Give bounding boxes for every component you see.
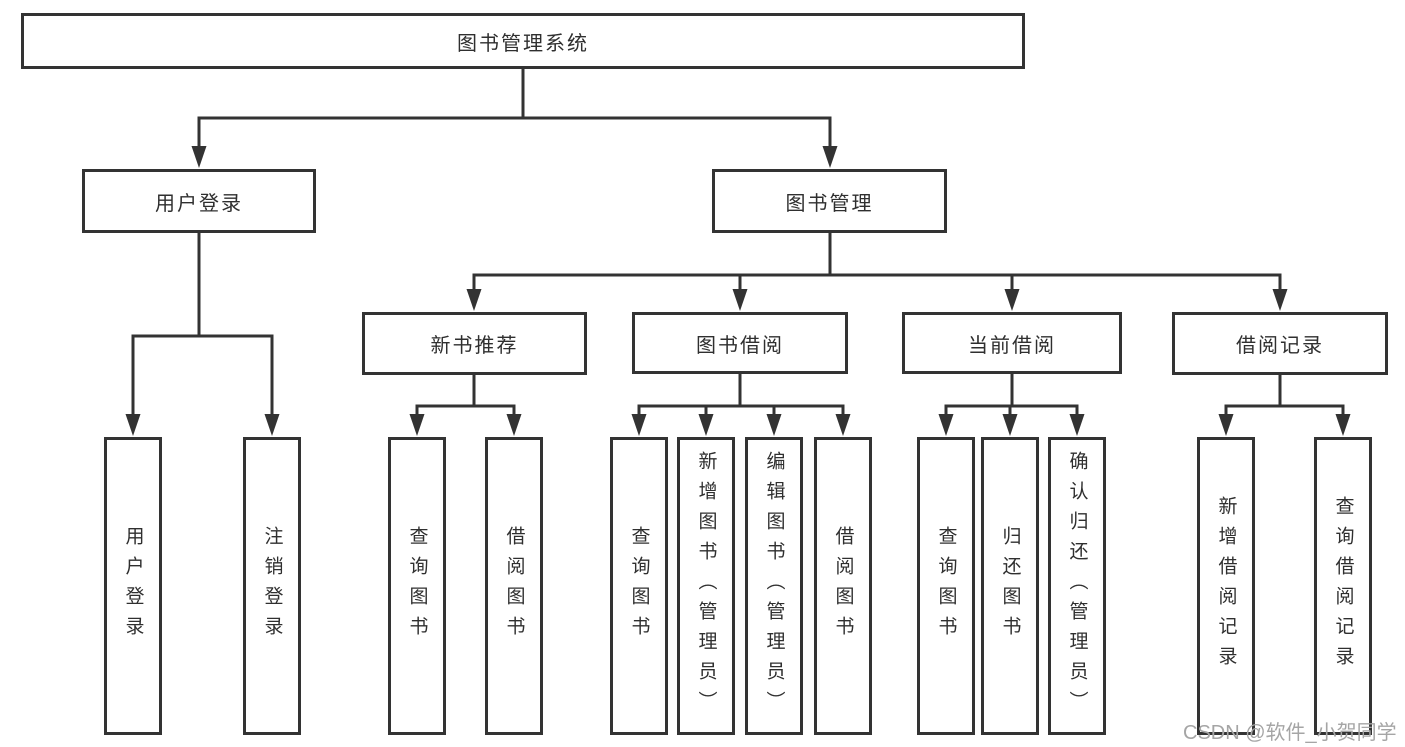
node-label: 用户登录 xyxy=(155,192,243,215)
leaf-label: 归还图书 xyxy=(999,526,1021,646)
leaf-label: 查询图书 xyxy=(935,526,957,646)
leaf-logout: 注销登录 xyxy=(243,437,301,735)
leaf-label: 查询图书 xyxy=(628,526,650,646)
node-label: 图书管理 xyxy=(785,192,874,215)
leaf-confirm-return-admin: 确认归还（管理员） xyxy=(1048,437,1106,735)
node-label: 当前借阅 xyxy=(968,334,1056,357)
leaf-borrow-books-borrowing: 借阅图书 xyxy=(814,437,872,735)
leaf-label: 编辑图书（管理员） xyxy=(763,451,785,721)
leaf-label: 注销登录 xyxy=(261,526,283,646)
leaf-label: 借阅图书 xyxy=(503,526,525,646)
node-current-borrowing: 当前借阅 xyxy=(902,312,1122,374)
leaf-user-login: 用户登录 xyxy=(104,437,162,735)
leaf-query-books-recommend: 查询图书 xyxy=(388,437,446,735)
leaf-label: 新增图书（管理员） xyxy=(695,451,717,721)
node-borrowing-records: 借阅记录 xyxy=(1172,312,1388,375)
leaf-query-books-current: 查询图书 xyxy=(917,437,975,735)
node-new-book-recommend: 新书推荐 xyxy=(362,312,587,375)
node-book-borrowing: 图书借阅 xyxy=(632,312,848,374)
node-book-management: 图书管理 xyxy=(712,169,947,233)
watermark: CSDN @软件_小贺同学 xyxy=(1183,722,1397,744)
leaf-add-books-admin: 新增图书（管理员） xyxy=(677,437,735,735)
node-label: 图书管理系统 xyxy=(457,32,589,55)
leaf-borrow-books-recommend: 借阅图书 xyxy=(485,437,543,735)
node-label: 新书推荐 xyxy=(430,335,519,357)
leaf-return-books: 归还图书 xyxy=(981,437,1039,735)
leaf-label: 查询图书 xyxy=(406,526,428,646)
arrow-head-icons xyxy=(125,146,1351,436)
node-system-root: 图书管理系统 xyxy=(21,13,1025,69)
leaf-edit-books-admin: 编辑图书（管理员） xyxy=(745,437,803,735)
leaf-label: 新增借阅记录 xyxy=(1215,496,1237,676)
leaf-label: 查询借阅记录 xyxy=(1332,496,1354,676)
node-label: 借阅记录 xyxy=(1236,335,1324,357)
node-label: 图书借阅 xyxy=(696,334,784,357)
leaf-add-borrow-record: 新增借阅记录 xyxy=(1197,437,1255,735)
leaf-label: 确认归还（管理员） xyxy=(1066,451,1088,721)
leaf-query-books-borrowing: 查询图书 xyxy=(610,437,668,735)
leaf-query-borrow-record: 查询借阅记录 xyxy=(1314,437,1372,735)
leaf-label: 借阅图书 xyxy=(832,526,854,646)
leaf-label: 用户登录 xyxy=(122,526,144,646)
node-user-login: 用户登录 xyxy=(82,169,316,233)
